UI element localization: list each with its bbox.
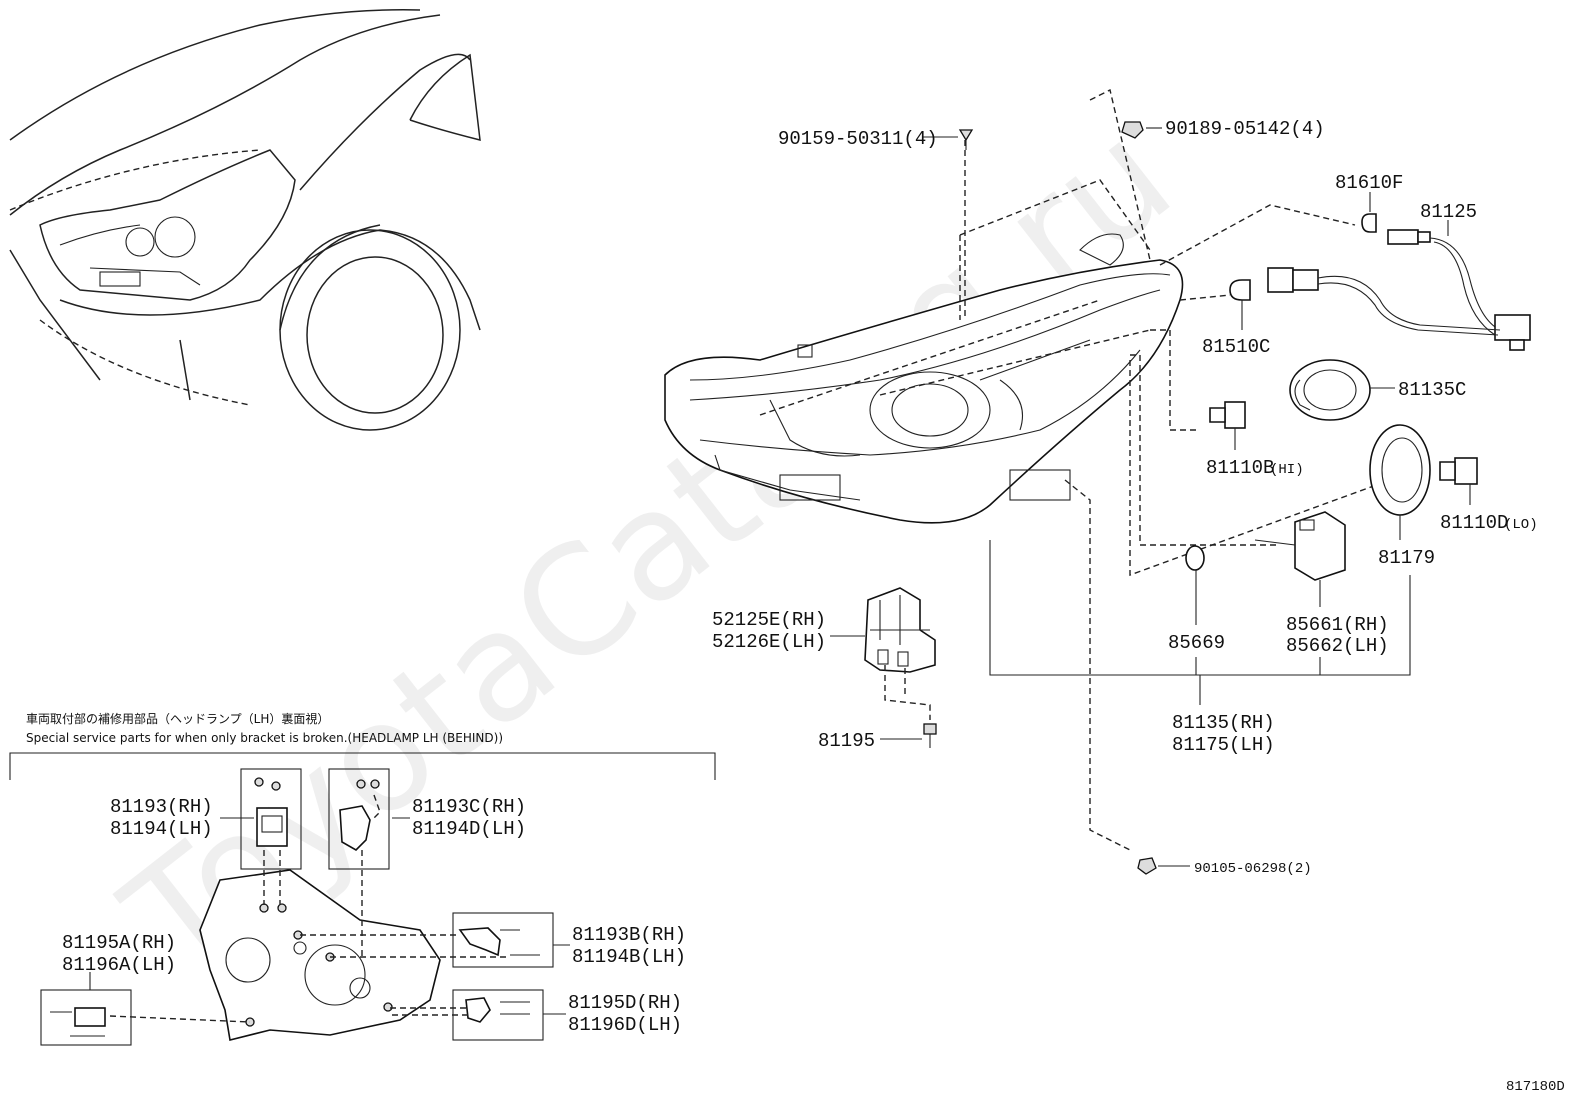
label-81510C: 81510C [1202,336,1270,358]
part-85661-leveling-actuator[interactable]: 85661(RH) 85662(LH) [1254,511,1389,657]
label-81195D: 81195D(RH) [568,992,682,1014]
label-85662: 85662(LH) [1286,635,1389,657]
watermark-text: ToyotaCatalog.ru [94,90,1202,1009]
label-85661: 85661(RH) [1286,614,1389,636]
part-81510C[interactable]: 81510C [1202,267,1501,358]
part-81193B-bracket-kit[interactable]: 81193B(RH) 81194B(LH) [452,912,686,968]
label-81610F: 81610F [1335,172,1403,194]
label-90189-05142: 90189-05142(4) [1165,118,1325,140]
label-81194: 81194(LH) [110,818,213,840]
part-81110D[interactable]: 81110D (LO) [1439,457,1538,534]
part-81193-bracket-kit[interactable]: 81193(RH) 81194(LH) [110,768,302,870]
part-81125-wire[interactable]: 81125 [1387,201,1531,351]
label-81195: 81195 [818,730,875,752]
label-81193C: 81193C(RH) [412,796,526,818]
label-81110D: 81110D [1440,512,1508,534]
label-81110B: 81110B [1206,457,1274,479]
part-81195D-bracket-kit[interactable]: 81195D(RH) 81196D(LH) [452,989,682,1041]
label-52125E: 52125E(RH) [712,609,826,631]
part-90189-05142[interactable]: 90189-05142(4) [1121,118,1325,140]
label-81175: 81175(LH) [1172,734,1275,756]
part-81135C[interactable]: 81135C [1289,359,1466,421]
part-81610F[interactable]: 81610F [1335,172,1403,233]
label-81110B-hi: (HI) [1270,462,1304,478]
label-52126E: 52126E(LH) [712,631,826,653]
part-81195-screw[interactable]: 81195 [818,723,937,752]
label-81194B: 81194B(LH) [572,946,686,968]
headlamp-back-panel [199,869,441,1041]
part-81179-seal[interactable]: 81179 [1369,424,1435,569]
label-90105-06298: 90105-06298(2) [1194,861,1312,877]
part-90105-06298[interactable]: 90105-06298(2) [1137,857,1312,877]
label-81135C: 81135C [1398,379,1466,401]
bracket-note-en: Special service parts for when only brac… [26,731,503,745]
part-81110B[interactable]: 81110B (HI) [1206,401,1304,479]
bracket-note-jp: 車両取付部の補修用部品（ヘッドランプ（LH）裏面視） [26,711,329,726]
car-front-illustration [9,9,481,431]
label-81179: 81179 [1378,547,1435,569]
label-81125: 81125 [1420,201,1477,223]
diagram-code: 817180D [1506,1079,1565,1095]
label-81195A: 81195A(RH) [62,932,176,954]
label-81193: 81193(RH) [110,796,213,818]
part-81193C-bracket-kit[interactable]: 81193C(RH) 81194D(LH) [328,768,526,870]
label-81135: 81135(RH) [1172,712,1275,734]
part-52125E-bracket[interactable]: 52125E(RH) 52126E(LH) [712,587,936,673]
label-81196D: 81196D(LH) [568,1014,682,1036]
label-85669: 85669 [1168,632,1225,654]
part-81195A-bracket-kit[interactable]: 81195A(RH) 81196A(LH) [40,932,176,1046]
label-81110D-lo: (LO) [1504,517,1538,533]
headlamp-assembly[interactable] [664,233,1184,524]
part-85669[interactable]: 85669 [1168,545,1225,654]
label-81194D: 81194D(LH) [412,818,526,840]
part-90159-50311[interactable]: 90159-50311(4) [778,128,974,150]
label-90159-50311: 90159-50311(4) [778,128,938,150]
label-81196A: 81196A(LH) [62,954,176,976]
label-81193B: 81193B(RH) [572,924,686,946]
